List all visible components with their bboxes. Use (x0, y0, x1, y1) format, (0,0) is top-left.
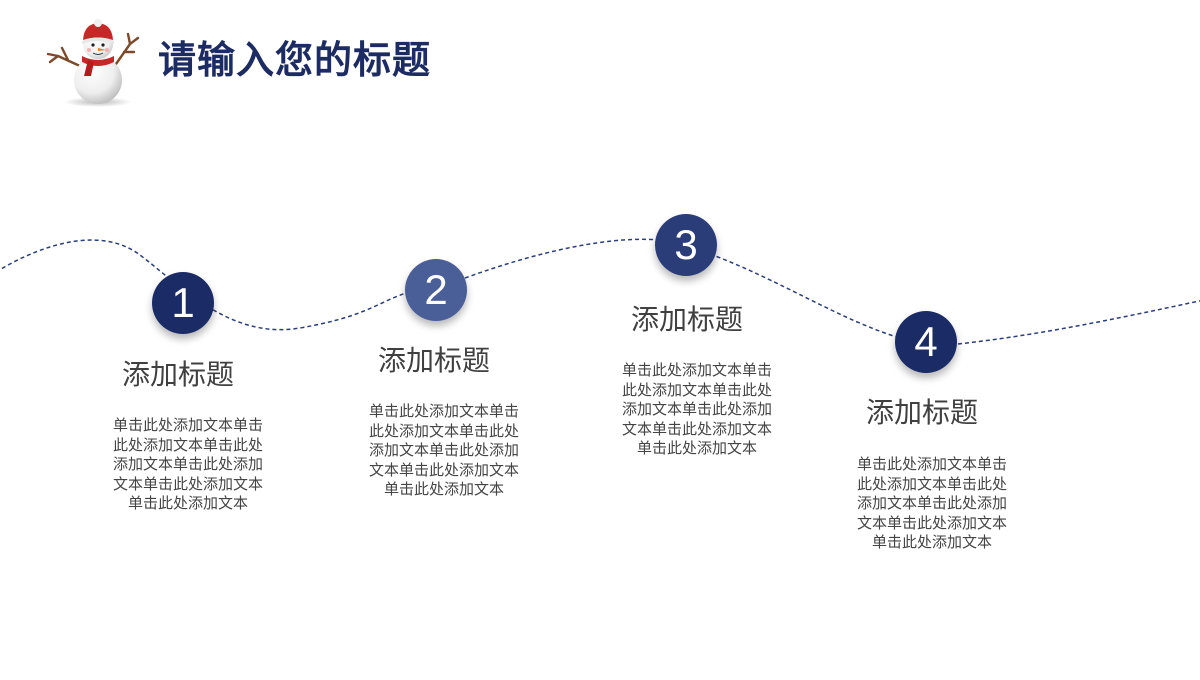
step-body-text: 单击此处添加文本单击此处添加文本单击此处添加文本单击此处添加文本单击此处添加文本… (112, 416, 263, 512)
step-number-circle: 3 (655, 214, 717, 276)
step-title: 添加标题 (377, 344, 490, 377)
page-title: 请输入您的标题 (158, 38, 432, 82)
step-title: 添加标题 (121, 358, 234, 391)
step-body-text: 单击此处添加文本单击此处添加文本单击此处添加文本单击此处添加文本单击此处添加文本… (368, 402, 519, 498)
step-body-text: 单击此处添加文本单击此处添加文本单击此处添加文本单击此处添加文本单击此处添加文本… (621, 361, 772, 457)
step-number-circle: 2 (405, 259, 467, 321)
step-title: 添加标题 (865, 396, 978, 429)
step-body-text: 单击此处添加文本单击此处添加文本单击此处添加文本单击此处添加文本单击此处添加文本… (856, 455, 1007, 551)
step-title: 添加标题 (630, 303, 743, 336)
step-number-circle: 4 (895, 311, 957, 373)
snowman-icon (46, 19, 140, 107)
step-number-circle: 1 (152, 272, 214, 334)
